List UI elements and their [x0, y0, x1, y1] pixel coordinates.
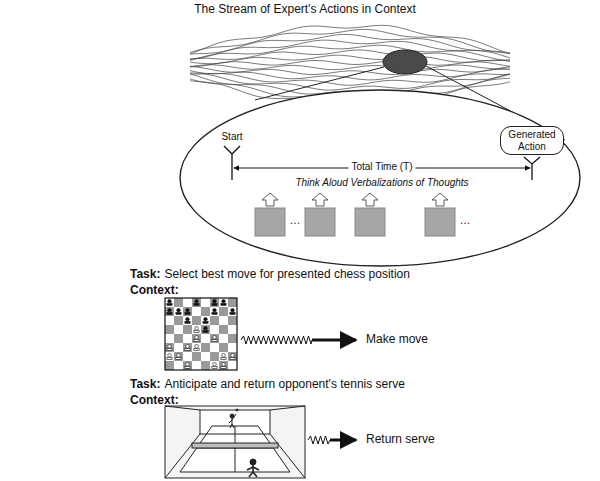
verbalization-squares	[255, 208, 455, 236]
context-heading: Context:	[130, 394, 179, 408]
context-heading: Context:	[130, 284, 179, 298]
thinking-zigzag	[241, 336, 312, 344]
action-label: Make move	[366, 333, 428, 347]
action-box: Generated Action	[500, 126, 564, 155]
up-arrows	[262, 193, 448, 206]
action-label: Return serve	[366, 433, 435, 447]
tennis-scene	[165, 406, 305, 478]
action-arrow	[312, 339, 356, 342]
task-heading: Task:	[130, 378, 160, 392]
task-text: Select best move for presented chess pos…	[164, 268, 409, 282]
title: The Stream of Expert's Actions in Contex…	[194, 3, 416, 17]
task-heading: Task:	[130, 268, 160, 282]
task-text: Anticipate and return opponent's tennis …	[164, 378, 404, 392]
thinking-zigzag	[308, 436, 330, 444]
duration-label: Total Time (T)	[348, 161, 415, 173]
action-arrow	[330, 439, 356, 442]
zoom-ellipse	[180, 90, 580, 266]
ellipsis: …	[460, 214, 471, 227]
start-label: Start	[221, 131, 242, 143]
chess-board	[165, 298, 237, 370]
box-text: Generated Action	[506, 129, 558, 152]
chess-board-frame	[165, 298, 237, 370]
focus-ellipse	[383, 50, 427, 74]
process-label: Think Aloud Verbalizations of Thoughts	[295, 177, 468, 189]
ellipsis: …	[290, 214, 301, 227]
start-marker	[224, 146, 240, 180]
